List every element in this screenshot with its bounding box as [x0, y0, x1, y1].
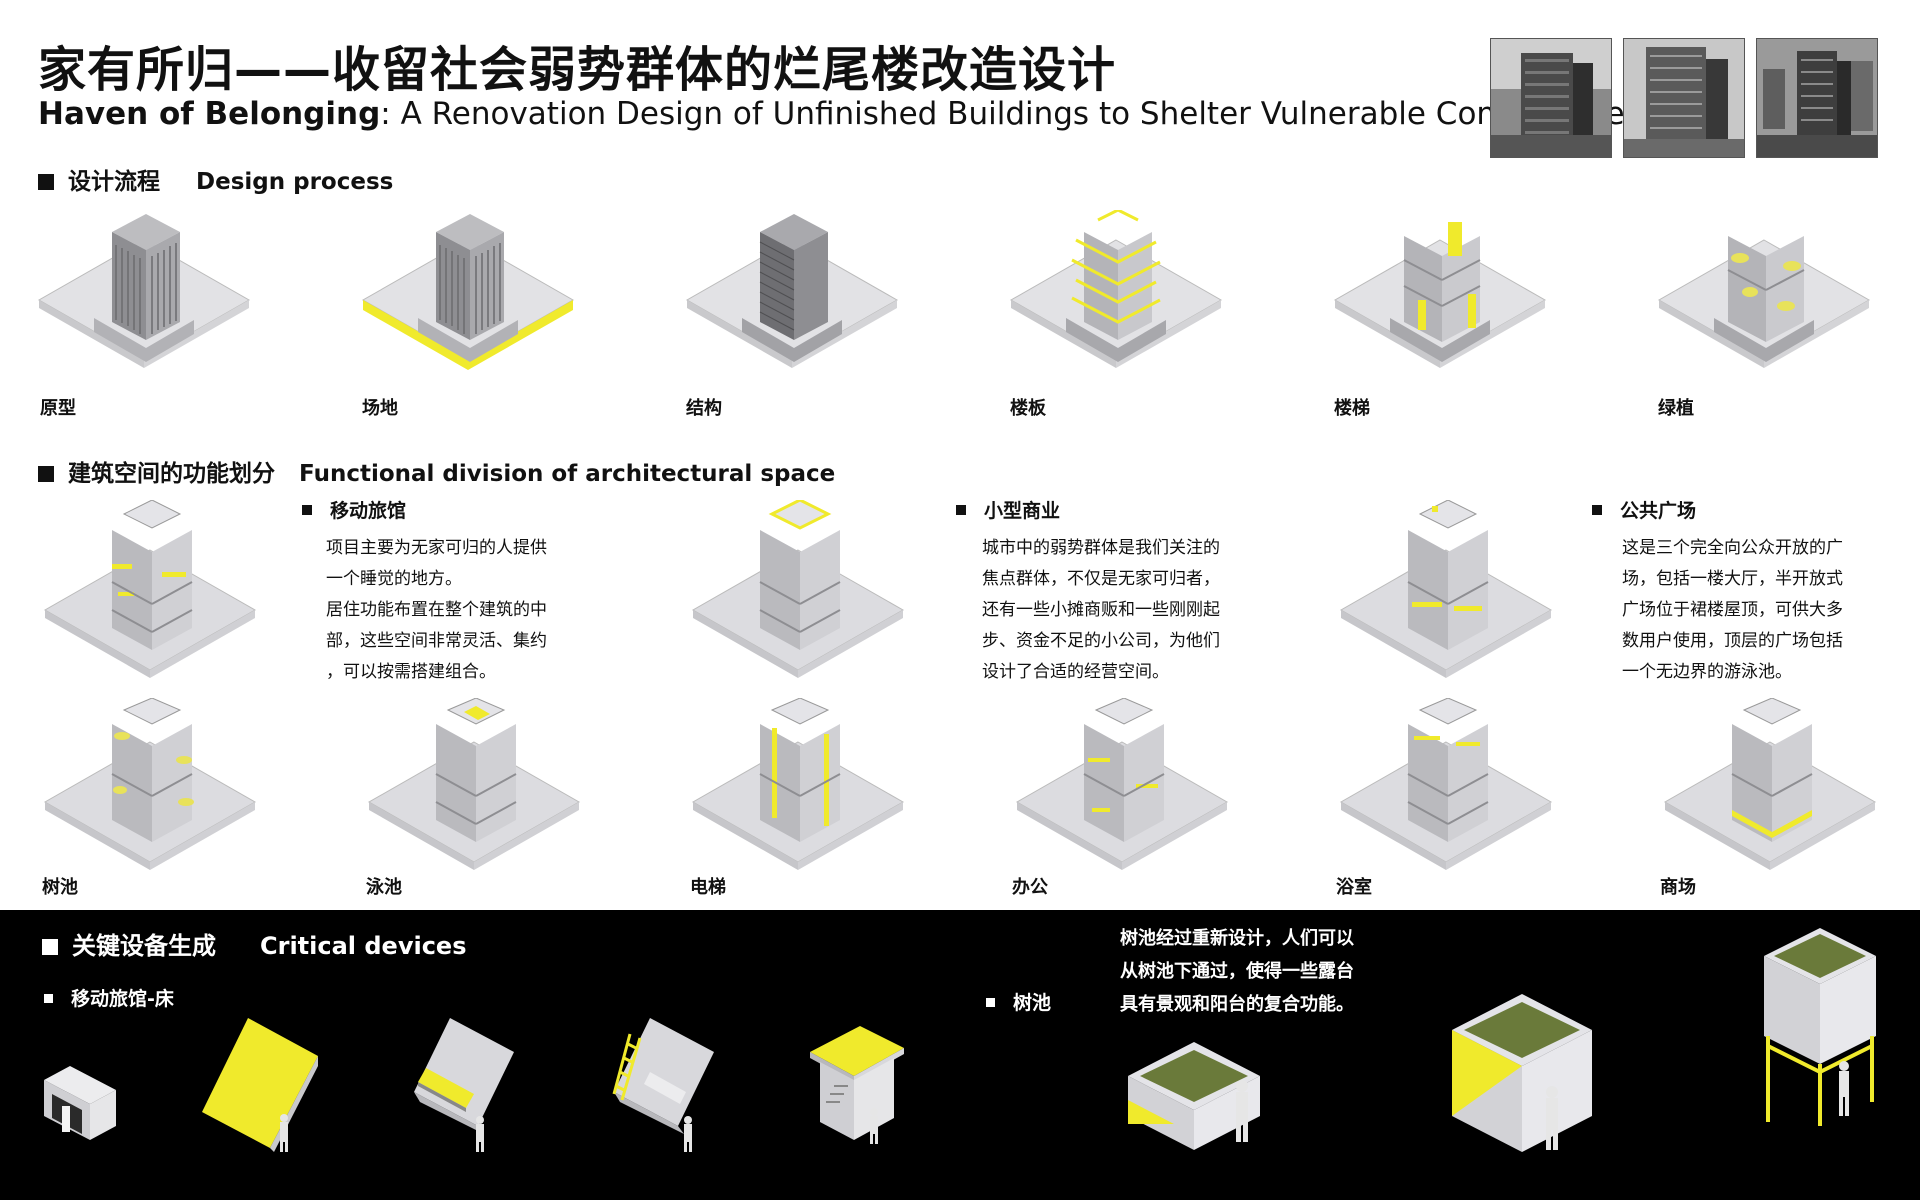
function-label: 商场 — [1660, 877, 1696, 898]
function-label: 泳池 — [366, 877, 402, 898]
section-title-zh: 建筑空间的功能划分 — [68, 461, 275, 487]
square-bullet-icon — [302, 505, 312, 515]
section-title-en: Design process — [196, 169, 394, 195]
isometric-model-icon — [685, 214, 899, 368]
building-photo-icon — [1623, 38, 1745, 158]
step-label: 绿植 — [1658, 398, 1694, 419]
isometric-model-icon — [1663, 698, 1877, 870]
isometric-model-icon — [361, 214, 575, 370]
step-label: 场地 — [362, 398, 398, 419]
section-title-zh: 设计流程 — [68, 169, 160, 195]
section-title-en: Functional division of architectural spa… — [299, 461, 836, 487]
isometric-model-icon — [1333, 222, 1547, 368]
page-title-en: Haven of Belonging: A Renovation Design … — [38, 96, 1641, 132]
device-subtitle-bed: 移动旅馆-床 — [44, 984, 174, 1011]
function-description: 项目主要为无家可归的人提供一个睡觉的地方。居住功能布置在整个建筑的中部，这些空间… — [326, 538, 547, 682]
isometric-model-icon — [691, 500, 905, 678]
section-design-process: 设计流程 Design process — [38, 162, 393, 196]
square-bullet-icon — [42, 939, 58, 955]
bed-device-icon — [202, 1018, 318, 1152]
isometric-model-icon — [691, 698, 905, 870]
function-label: 树池 — [42, 877, 78, 898]
square-bullet-icon — [1592, 505, 1602, 515]
title-en-rest: : A Renovation Design of Unfinished Buil… — [380, 96, 1641, 132]
function-description: 城市中的弱势群体是我们关注的焦点群体，不仅是无家可归者，还有一些小摊商贩和一些刚… — [982, 538, 1220, 682]
bed-device-icon — [414, 1018, 514, 1152]
function-title: 小型商业 — [956, 496, 1060, 523]
step-label: 原型 — [40, 398, 76, 419]
isometric-model-icon — [1339, 500, 1553, 678]
device-subtitle-tree: 树池 — [986, 988, 1051, 1015]
isometric-model-icon — [1339, 698, 1553, 870]
isometric-model-icon — [43, 698, 257, 870]
function-description: 这是三个完全向公众开放的广场，包括一楼大厅，半开放式广场位于裙楼屋顶，可供大多数… — [1622, 538, 1843, 682]
square-bullet-icon — [956, 505, 966, 515]
isometric-model-icon — [1009, 210, 1223, 368]
square-bullet-icon — [986, 998, 995, 1007]
building-photo-icon — [1756, 38, 1878, 158]
function-label: 办公 — [1012, 877, 1048, 898]
step-label: 结构 — [686, 398, 722, 419]
section-functional-division: 建筑空间的功能划分 Functional division of architec… — [38, 454, 835, 488]
isometric-model-icon — [37, 214, 251, 368]
page-title-zh: 家有所归——收留社会弱势群体的烂尾楼改造设计 — [38, 42, 1117, 98]
function-label: 浴室 — [1336, 877, 1372, 898]
square-bullet-icon — [38, 174, 54, 190]
tree-pool-device-icon — [1764, 928, 1876, 1126]
tree-pool-device-icon — [1452, 994, 1592, 1152]
isometric-model-icon — [1015, 698, 1229, 870]
bed-device-icon — [44, 1066, 116, 1140]
function-title: 公共广场 — [1592, 496, 1696, 523]
critical-devices-panel — [0, 910, 1920, 1200]
function-title: 移动旅馆 — [302, 496, 406, 523]
title-en-bold: Haven of Belonging — [38, 96, 381, 132]
tree-pool-device-icon — [1128, 1042, 1260, 1150]
isometric-model-icon — [367, 698, 581, 870]
square-bullet-icon — [38, 466, 54, 482]
isometric-model-icon — [1657, 236, 1871, 368]
step-label: 楼梯 — [1334, 398, 1370, 419]
step-label: 楼板 — [1010, 398, 1046, 419]
bed-device-icon — [612, 1018, 714, 1152]
tree-pool-description: 树池经过重新设计，人们可以从树池下通过，使得一些露台具有景观和阳台的复合功能。 — [1120, 928, 1354, 1015]
bed-device-icon — [810, 1026, 904, 1144]
function-label: 电梯 — [690, 877, 726, 898]
building-photo-icon — [1490, 38, 1612, 158]
square-bullet-icon — [44, 994, 53, 1003]
isometric-model-icon — [43, 500, 257, 678]
